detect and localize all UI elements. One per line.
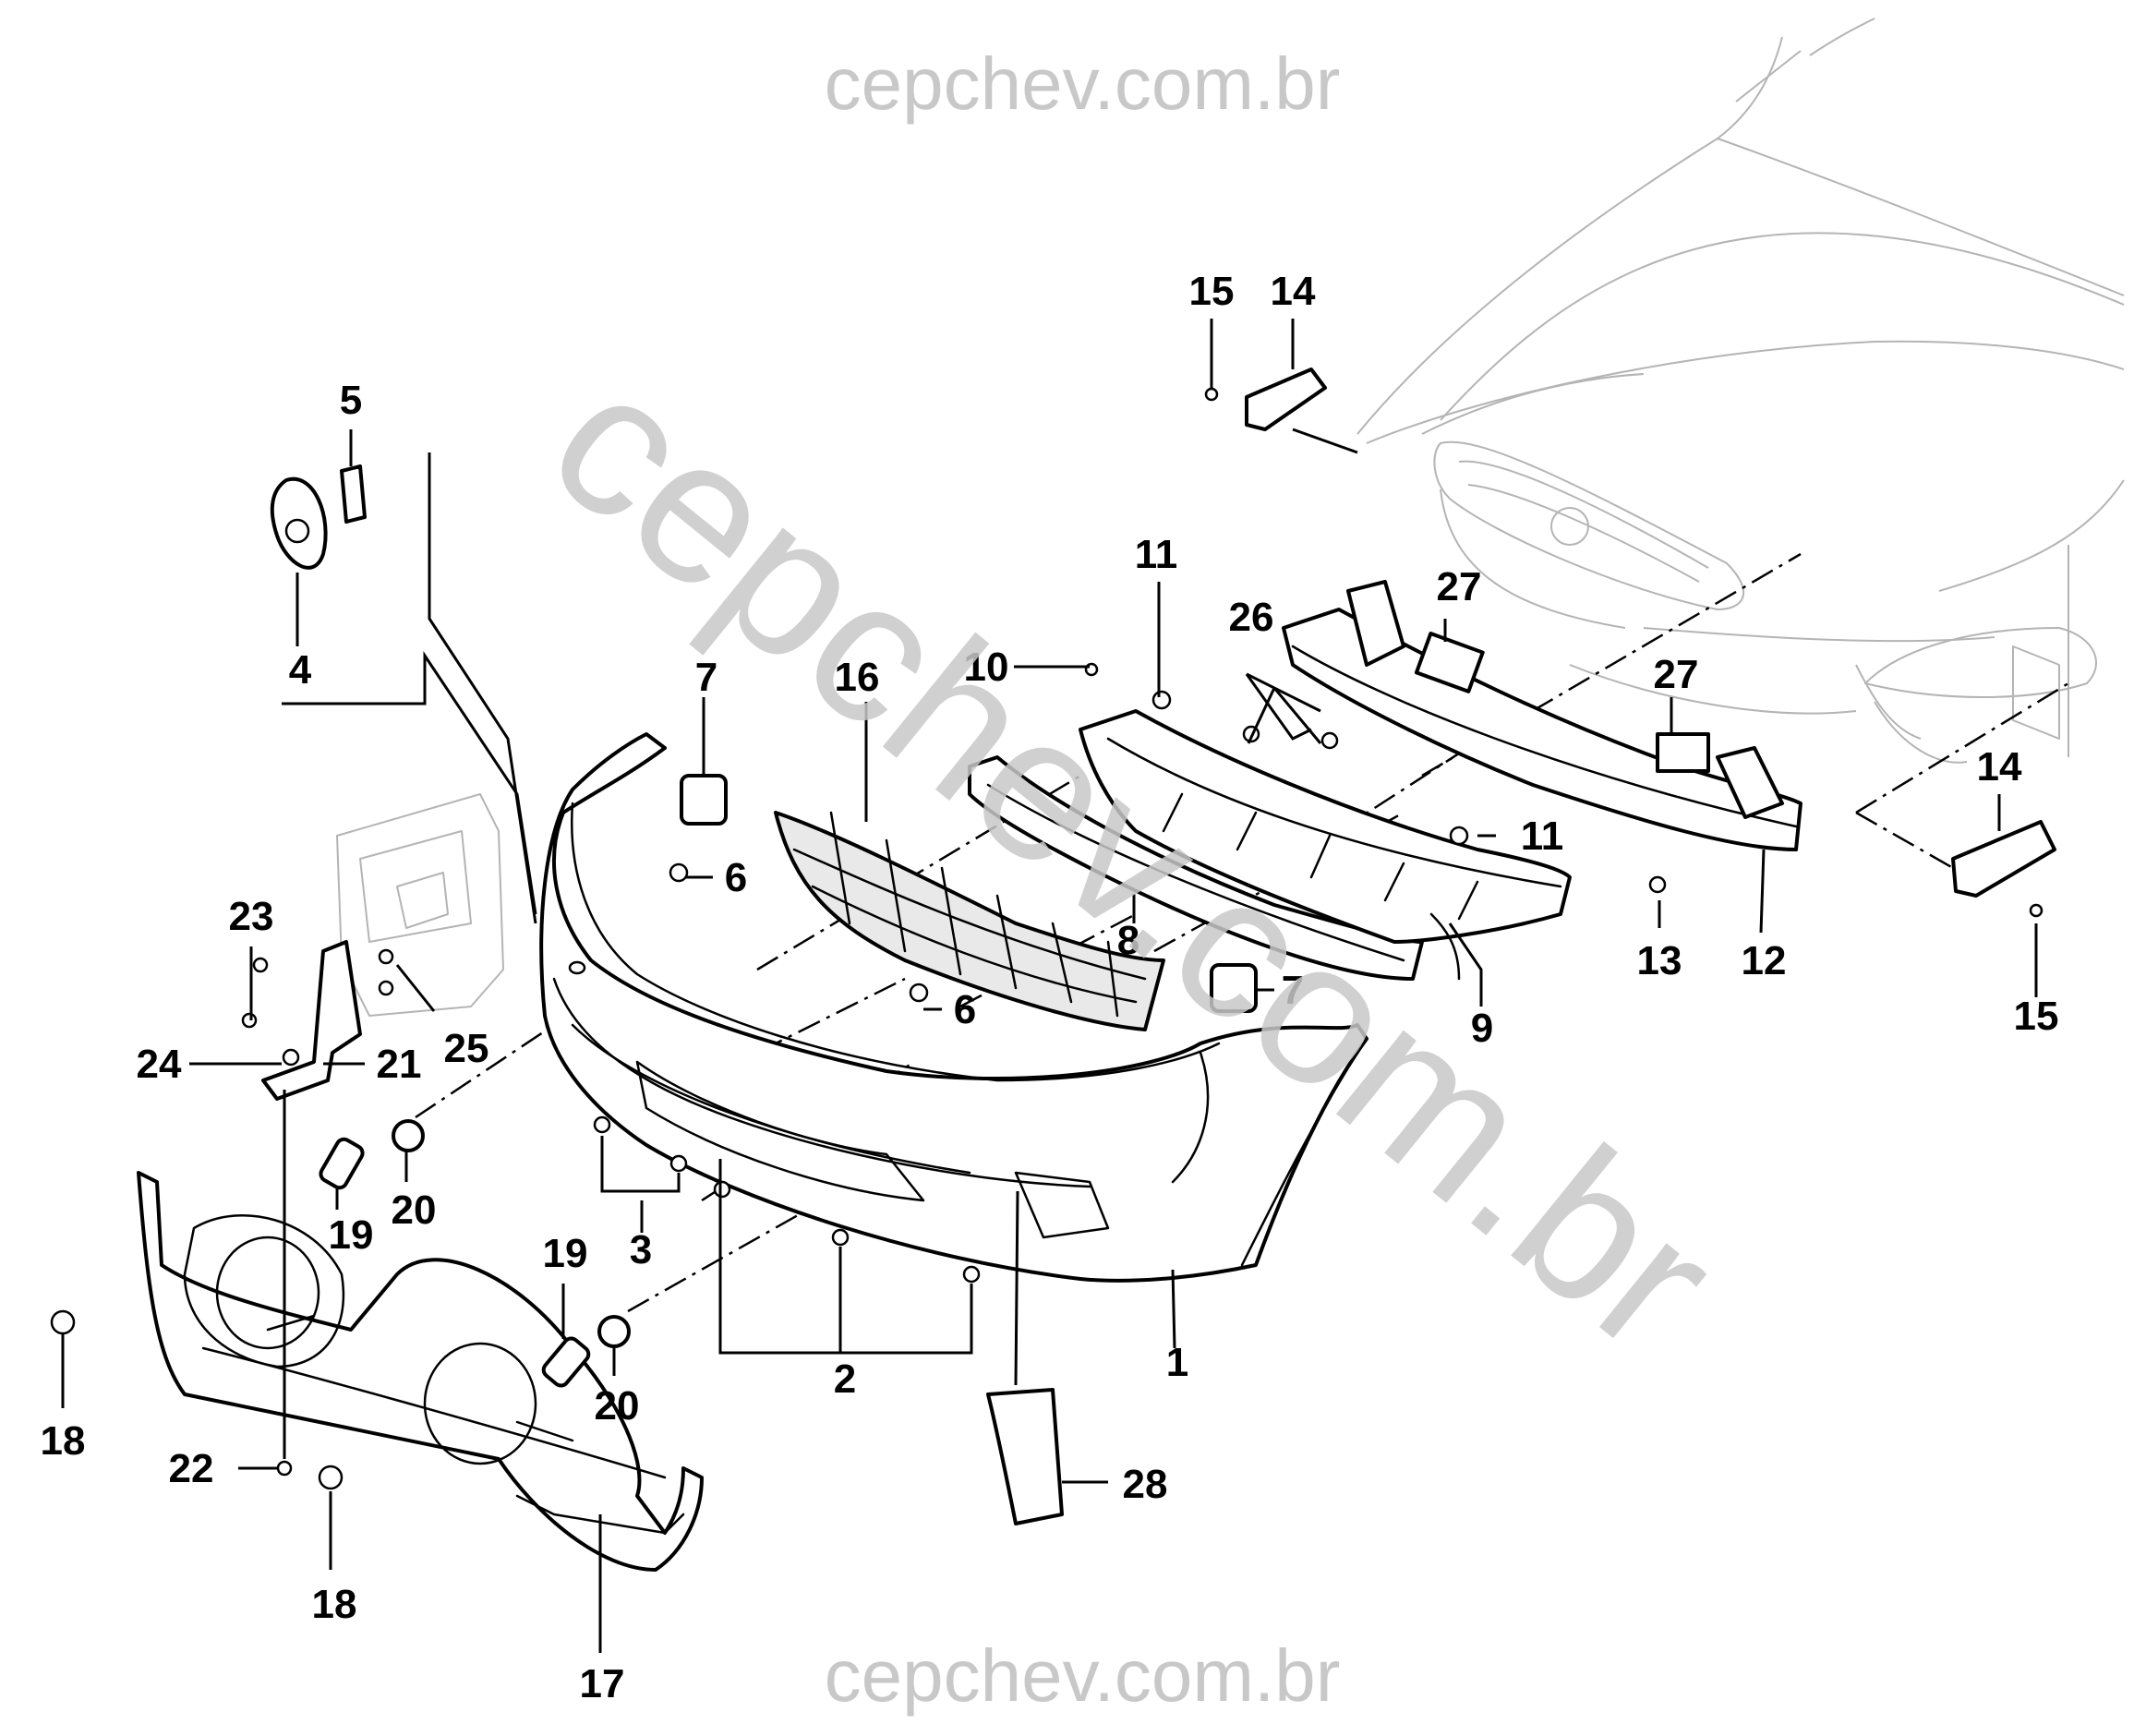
callout-14-upper: 14	[1271, 269, 1316, 314]
part-7-grommet-lower	[1210, 963, 1258, 1013]
callout-10: 10	[964, 645, 1009, 690]
part-28-tow-cover	[986, 1388, 1064, 1525]
callout-17: 17	[580, 1661, 625, 1706]
part-27-pad-left	[1414, 632, 1485, 693]
leader-lines	[61, 319, 2038, 1653]
callout-27-lower: 27	[1654, 652, 1699, 697]
callout-23: 23	[229, 894, 274, 939]
callout-9: 9	[1471, 1006, 1493, 1051]
callout-16: 16	[835, 655, 880, 700]
callout-labels: 1 2 3 4 5 6 6 7 7 8 9 10 11 11 12 13 14 …	[41, 269, 2059, 1706]
callout-13: 13	[1637, 938, 1682, 983]
callout-18-right: 18	[312, 1582, 357, 1627]
part-19-spacer-right	[541, 1336, 591, 1388]
callout-1: 1	[1166, 1340, 1188, 1385]
callout-19-right: 19	[543, 1231, 588, 1276]
callout-8: 8	[1117, 918, 1139, 963]
callout-26: 26	[1229, 595, 1274, 640]
callout-6-lower: 6	[954, 987, 976, 1032]
part-9-upper-support	[1079, 709, 1572, 981]
callout-6-upper: 6	[725, 855, 747, 900]
callout-4: 4	[289, 647, 312, 693]
fender-panel-outline	[336, 793, 504, 1017]
callout-20-right: 20	[595, 1383, 640, 1429]
part-16-grille	[774, 811, 1165, 1031]
part-5-clip	[340, 464, 367, 524]
part-12-impact-bar	[1282, 580, 1802, 851]
callout-7-lower: 7	[1282, 968, 1304, 1013]
callout-12: 12	[1742, 938, 1787, 983]
fasteners	[50, 387, 2044, 1490]
vehicle-body-outline	[1356, 18, 2125, 764]
part-1-front-bumper	[539, 732, 1368, 1283]
callout-21: 21	[377, 1042, 422, 1087]
part-27-pad-right	[1656, 732, 1710, 773]
callout-5: 5	[340, 378, 362, 423]
callout-19-left: 19	[329, 1212, 374, 1258]
part-20-nut-left	[392, 1119, 425, 1152]
part-4-fog-cover	[270, 476, 328, 570]
callout-2: 2	[834, 1356, 856, 1402]
part-14-bracket-upper	[1245, 368, 1327, 431]
callout-28: 28	[1123, 1462, 1168, 1507]
part-8-lower-reinforcement	[968, 755, 1424, 981]
part-17-bull-bar	[137, 1171, 704, 1572]
watermark-top: cepchev.com.br	[825, 42, 1341, 125]
part-14-bracket-lower	[1951, 820, 2056, 898]
part-20-nut-right	[597, 1315, 631, 1348]
part-7-grommet-upper	[680, 774, 728, 826]
callout-20-left: 20	[392, 1187, 437, 1233]
callout-11-upper: 11	[1135, 532, 1178, 577]
callout-11-lower: 11	[1521, 814, 1564, 859]
callout-3: 3	[630, 1227, 652, 1272]
callout-25: 25	[444, 1026, 489, 1071]
part-19-spacer-left	[319, 1137, 365, 1190]
callout-27-upper: 27	[1437, 564, 1482, 609]
callout-7-upper: 7	[695, 655, 717, 700]
callout-14-lower: 14	[1977, 744, 2022, 790]
callout-15-lower: 15	[2014, 994, 2059, 1039]
callout-24: 24	[137, 1042, 182, 1087]
callout-18-left: 18	[41, 1418, 86, 1464]
watermark-bottom: cepchev.com.br	[825, 1634, 1341, 1717]
callout-22: 22	[169, 1446, 214, 1491]
part-21-bracket	[261, 940, 362, 1101]
callout-15-upper: 15	[1189, 269, 1235, 314]
